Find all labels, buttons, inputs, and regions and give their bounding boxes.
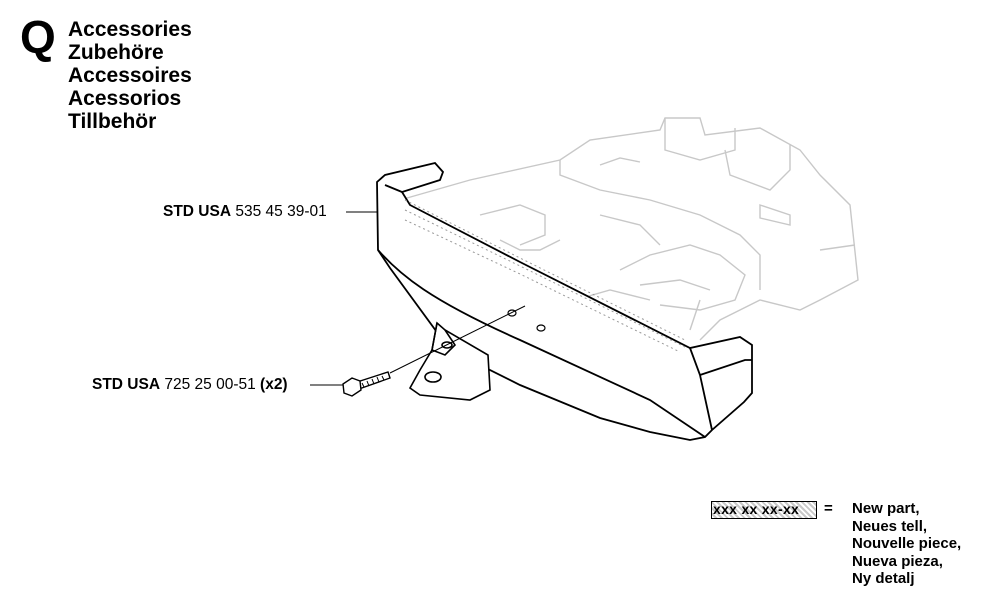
part-prefix: STD USA — [163, 203, 232, 220]
legend-meaning-english: New part, — [852, 500, 920, 517]
bolt — [342, 371, 391, 397]
title-french: Accessoires — [68, 64, 192, 87]
legend-meaning-french: Nouvelle piece, — [852, 535, 962, 552]
legend-meaning-spanish: Nueva pieza, — [852, 552, 943, 570]
part-number: 725 25 00-51 — [164, 376, 256, 393]
title-german: Zubehöre — [68, 41, 164, 64]
bumper-texture — [404, 199, 686, 353]
part-callout-bolt[interactable]: STD USA 725 25 00-51 (x2) — [92, 376, 288, 394]
legend-meanings: New part, Neues tell, Nouvelle piece, Nu… — [852, 500, 961, 588]
legend-equals: = — [824, 500, 833, 517]
legend-sample-box — [711, 501, 817, 519]
part-prefix: STD USA — [92, 376, 161, 393]
part-callout-bumper[interactable]: STD USA 535 45 39-01 — [163, 203, 327, 221]
section-titles: Accessories Zubehöre Accessoires Acessor… — [68, 18, 192, 133]
part-number: 535 45 39-01 — [235, 203, 327, 220]
legend-meaning-german: Neues tell, — [852, 517, 928, 535]
legend-meaning-swedish: Ny detalj — [852, 570, 915, 587]
section-letter: Q — [20, 11, 56, 63]
bumper — [376, 161, 753, 441]
title-english: Accessories — [68, 18, 192, 41]
part-quantity: (x2) — [260, 376, 288, 393]
title-spanish: Acessorios — [68, 87, 182, 110]
mower-deck-outline — [399, 117, 859, 341]
legend-sample-number: xxx xx xx-xx — [713, 501, 800, 517]
bracket — [408, 321, 491, 401]
title-swedish: Tillbehör — [68, 110, 157, 133]
